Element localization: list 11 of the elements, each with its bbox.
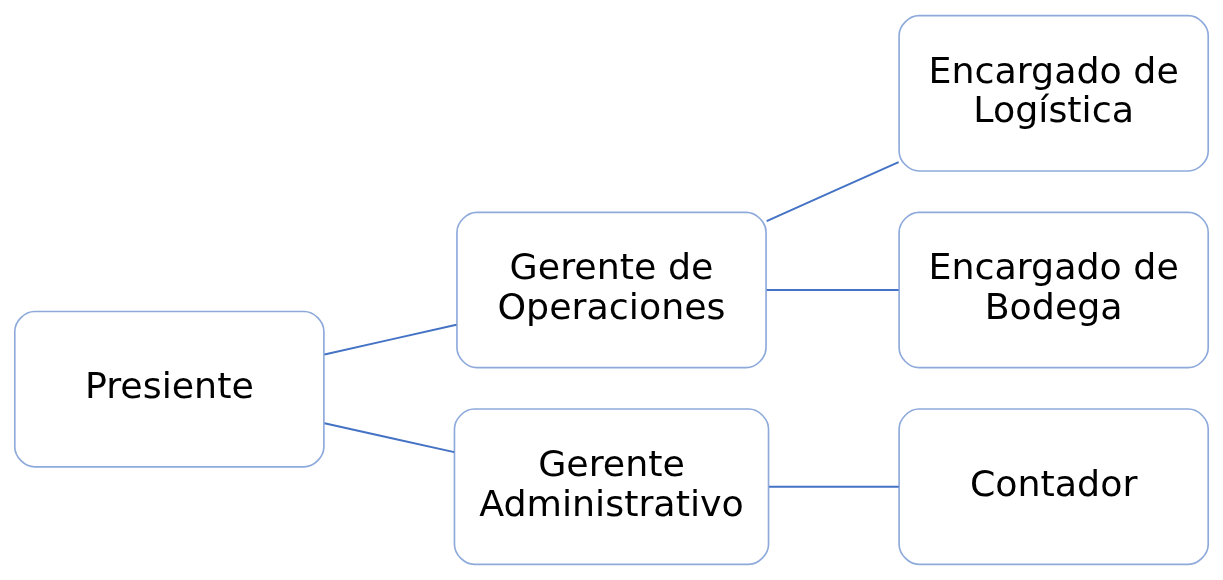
node-box: Encargado de Logística bbox=[898, 14, 1210, 172]
node-box: Gerente de Operaciones bbox=[456, 211, 767, 369]
connector bbox=[323, 323, 458, 356]
node-box: Encargado de Bodega bbox=[898, 211, 1210, 369]
connector bbox=[323, 422, 456, 454]
node-box: Gerente Administrativo bbox=[453, 408, 770, 566]
connector bbox=[768, 485, 900, 488]
connector bbox=[765, 161, 900, 223]
connector bbox=[765, 289, 900, 291]
node-box: Presiente bbox=[13, 310, 325, 468]
node-box: Contador bbox=[898, 408, 1210, 566]
